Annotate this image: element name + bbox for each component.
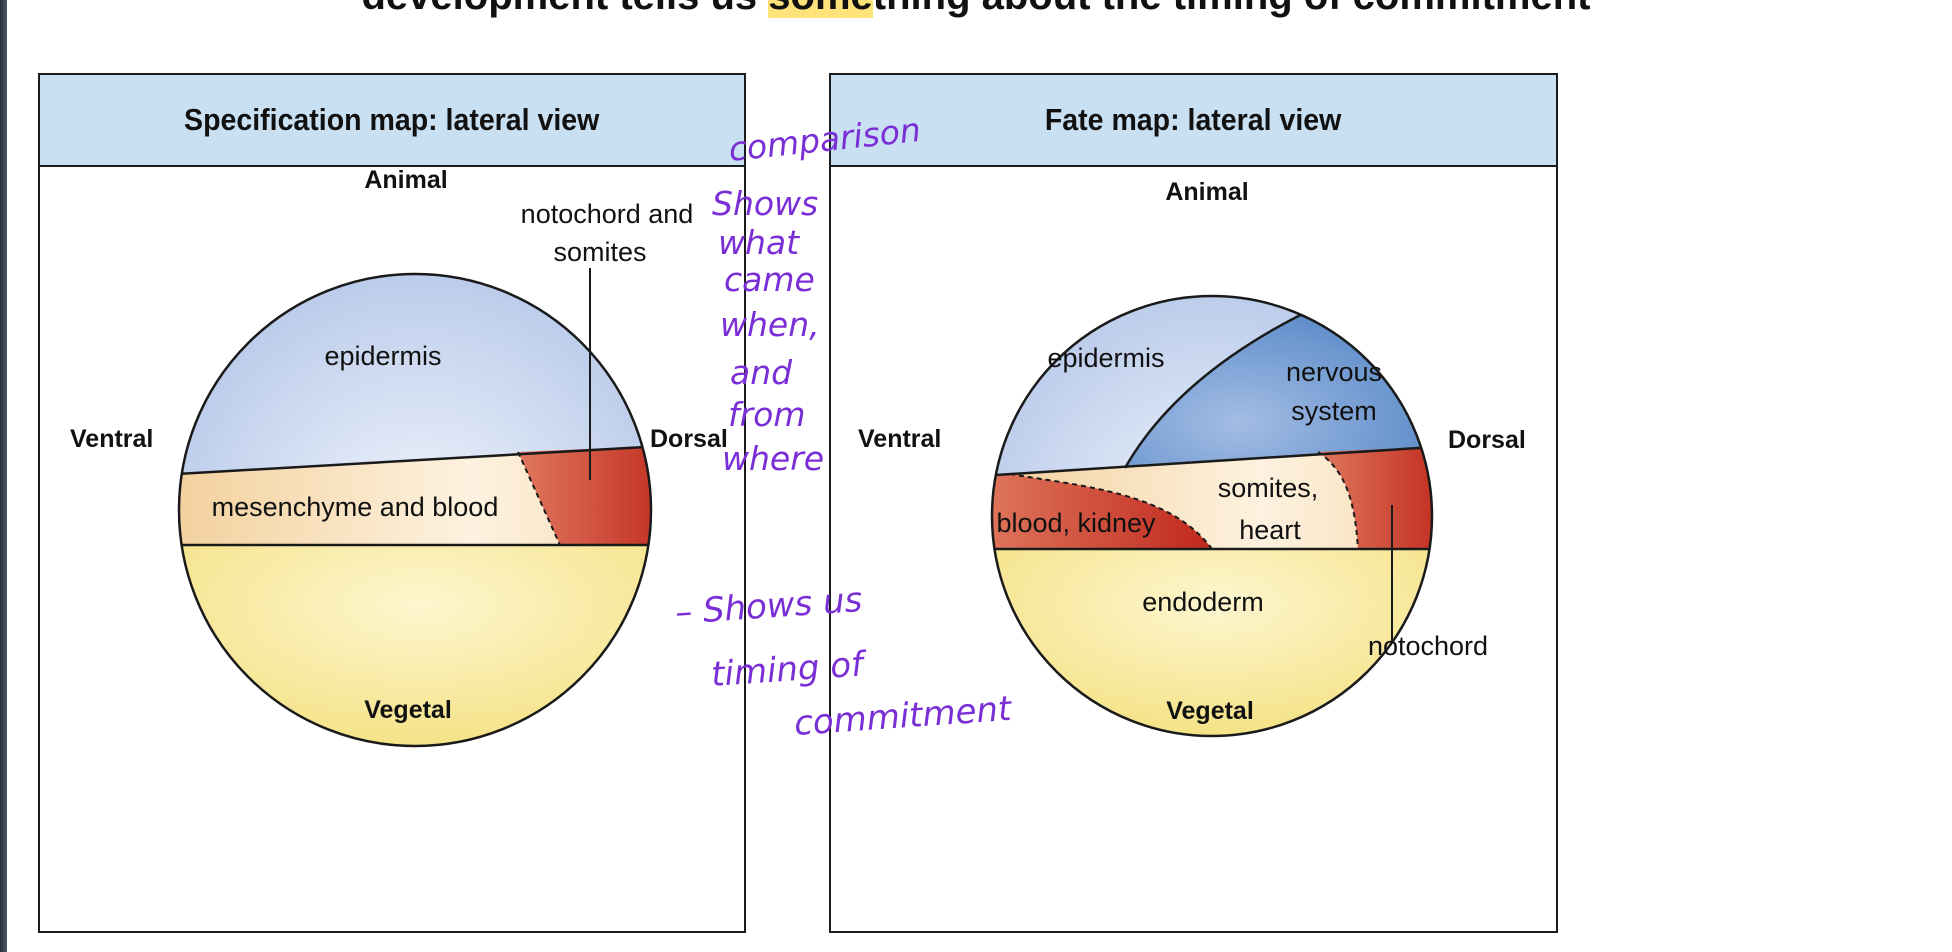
specification-map-header: Specification map: lateral view: [40, 75, 744, 167]
label-ventral-right: Ventral: [858, 425, 941, 453]
label-vegetal-left: Vegetal: [364, 696, 452, 724]
region-notochord-right: [1318, 446, 1432, 549]
fate-map-title: Fate map: lateral view: [1045, 102, 1342, 137]
window-edge-strip: [0, 0, 7, 952]
label-nervous-2: system: [1291, 396, 1377, 426]
ink-timing-1: – Shows us: [674, 580, 864, 633]
ink-line-5: when,: [720, 305, 820, 344]
label-epidermis-right: epidermis: [1047, 343, 1164, 373]
ink-line-2: Shows: [712, 184, 818, 223]
label-notochord-right: notochord: [1368, 631, 1488, 661]
label-mesenchyme-blood: mesenchyme and blood: [212, 492, 499, 522]
label-animal-right: Animal: [1165, 178, 1248, 206]
ink-line-7: from: [728, 395, 806, 434]
fate-map-panel: Fate map: lateral view: [829, 73, 1558, 933]
label-dorsal-left: Dorsal: [650, 425, 728, 453]
slide-title: development tells us something about the…: [0, 0, 1952, 19]
region-blood-kidney: [992, 474, 1212, 549]
fate-map-header: Fate map: lateral view: [831, 75, 1556, 167]
fate-embryo-outline: [990, 294, 1434, 738]
ink-line-4: came: [724, 260, 815, 299]
label-epidermis-left: epidermis: [324, 341, 441, 371]
handwritten-note-timing: – Shows us timing of commitment: [674, 580, 1014, 744]
ink-line-8: where: [722, 439, 824, 478]
label-somites-1: somites,: [1218, 473, 1319, 503]
ink-timing-3: commitment: [793, 689, 1014, 744]
label-somites-2: heart: [1239, 515, 1301, 545]
ink-line-6: and: [730, 353, 793, 392]
region-notochord-somites: [518, 445, 651, 545]
ink-timing-2: timing of: [710, 644, 869, 695]
label-nervous-1: nervous: [1286, 357, 1382, 387]
title-text-post: thing about the timing of commitment: [873, 0, 1591, 18]
label-notochord-somites-2: somites: [553, 237, 646, 267]
label-blood-kidney: blood, kidney: [996, 508, 1156, 538]
label-ventral-left: Ventral: [70, 425, 153, 453]
specification-map-title: Specification map: lateral view: [184, 102, 600, 137]
label-vegetal-right: Vegetal: [1166, 697, 1254, 725]
specification-embryo: Animal Vegetal Ventral Dorsal epidermis …: [70, 166, 728, 748]
specification-embryo-outline: [177, 272, 653, 748]
ink-line-3: what: [718, 223, 800, 262]
ink-line-1: comparison: [727, 110, 923, 169]
fate-embryo: Animal Vegetal Ventral Dorsal epidermis …: [858, 178, 1526, 738]
label-endoderm: endoderm: [1142, 587, 1264, 617]
label-animal-left: Animal: [364, 166, 447, 194]
label-notochord-somites-1: notochord and: [521, 199, 694, 229]
handwritten-note-comparison: comparison Shows what came when, and fro…: [712, 110, 922, 478]
label-dorsal-right: Dorsal: [1448, 426, 1526, 454]
title-highlight: some: [768, 0, 873, 18]
title-text-pre: development tells us: [362, 0, 769, 18]
